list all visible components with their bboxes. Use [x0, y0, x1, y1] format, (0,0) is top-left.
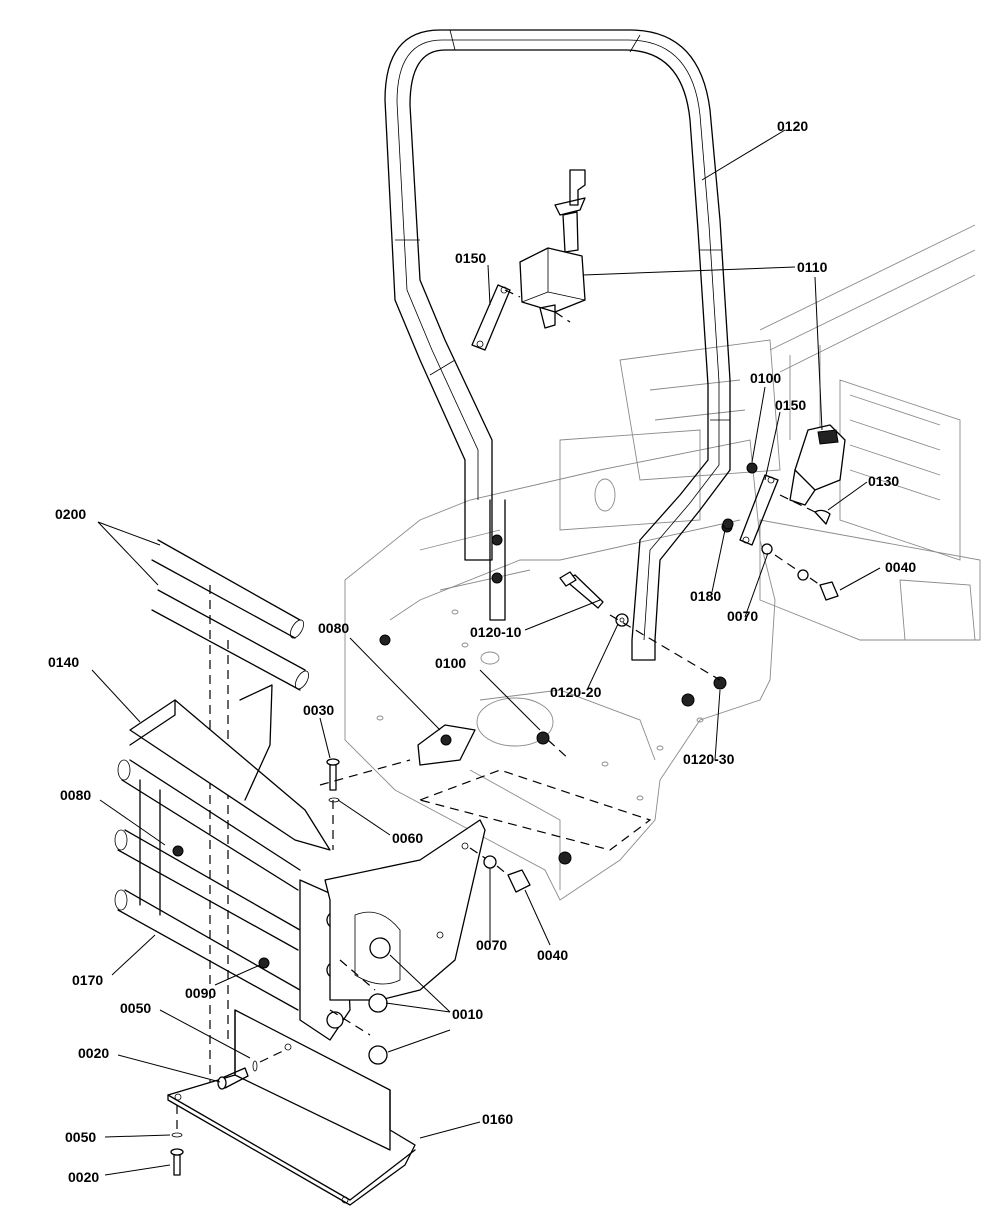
- callout-0110: 0110: [797, 259, 828, 275]
- callout-0160: 0160: [482, 1111, 513, 1127]
- seat-belt-latch: [789, 424, 846, 506]
- clamp-plate: [417, 724, 476, 766]
- callout-0170: 0170: [72, 972, 103, 988]
- bolt-0030: [326, 758, 340, 850]
- callout-0020-upper: 0020: [78, 1045, 109, 1061]
- callout-0120-30: 0120-30: [683, 751, 735, 767]
- roll-bar: [384, 29, 733, 661]
- callout-0040-right: 0040: [885, 559, 916, 575]
- callout-0040-lower: 0040: [537, 947, 568, 963]
- seat-belt-strap-left: [471, 284, 511, 351]
- callout-0050-lower: 0050: [65, 1129, 96, 1145]
- callout-0010: 0010: [452, 1006, 483, 1022]
- callout-0150-right: 0150: [775, 397, 806, 413]
- callout-0130: 0130: [868, 473, 899, 489]
- callout-0140: 0140: [48, 654, 79, 670]
- bolt-0020-upper: [217, 1049, 286, 1090]
- bottom-guard-plate: [167, 957, 416, 1206]
- callout-0150-top: 0150: [455, 250, 486, 266]
- main-frame-plate: [344, 439, 776, 901]
- callout-0120: 0120: [777, 118, 808, 134]
- step-guard-assembly: [114, 684, 351, 1041]
- callout-0180: 0180: [690, 588, 721, 604]
- callout-0020-lower: 0020: [68, 1169, 99, 1185]
- roll-bar-hardware: [379, 571, 727, 865]
- callout-0090: 0090: [185, 985, 216, 1001]
- callout-0070-right: 0070: [727, 608, 758, 624]
- callout-0070-lower: 0070: [476, 937, 507, 953]
- callout-0120-20: 0120-20: [550, 684, 602, 700]
- callout-0100-center: 0100: [435, 655, 466, 671]
- callout-0080-lower: 0080: [60, 787, 91, 803]
- bolt-0040-lower: [469, 847, 531, 893]
- callout-0030: 0030: [303, 702, 334, 718]
- callout-0050-upper: 0050: [120, 1000, 151, 1016]
- callout-0100-right: 0100: [750, 370, 781, 386]
- callout-0080-upper: 0080: [318, 620, 349, 636]
- leader-lines: [91, 129, 881, 1176]
- seat-belt-strap-right: [722, 462, 839, 601]
- callout-0120-10: 0120-10: [470, 624, 522, 640]
- seat-belt-retractor: [504, 169, 586, 329]
- callout-labels: 0120 0110 0150 0100 0150 0130 0200 0180 …: [48, 118, 916, 1185]
- callout-0060: 0060: [392, 830, 423, 846]
- callout-0200: 0200: [55, 506, 86, 522]
- side-bracket-plate: [324, 819, 486, 1065]
- bolt-0020-lower: [170, 1105, 184, 1176]
- chassis-frame-background: [559, 224, 981, 641]
- mounting-outline: [209, 585, 652, 1100]
- handle-grip-tubes: [151, 539, 310, 691]
